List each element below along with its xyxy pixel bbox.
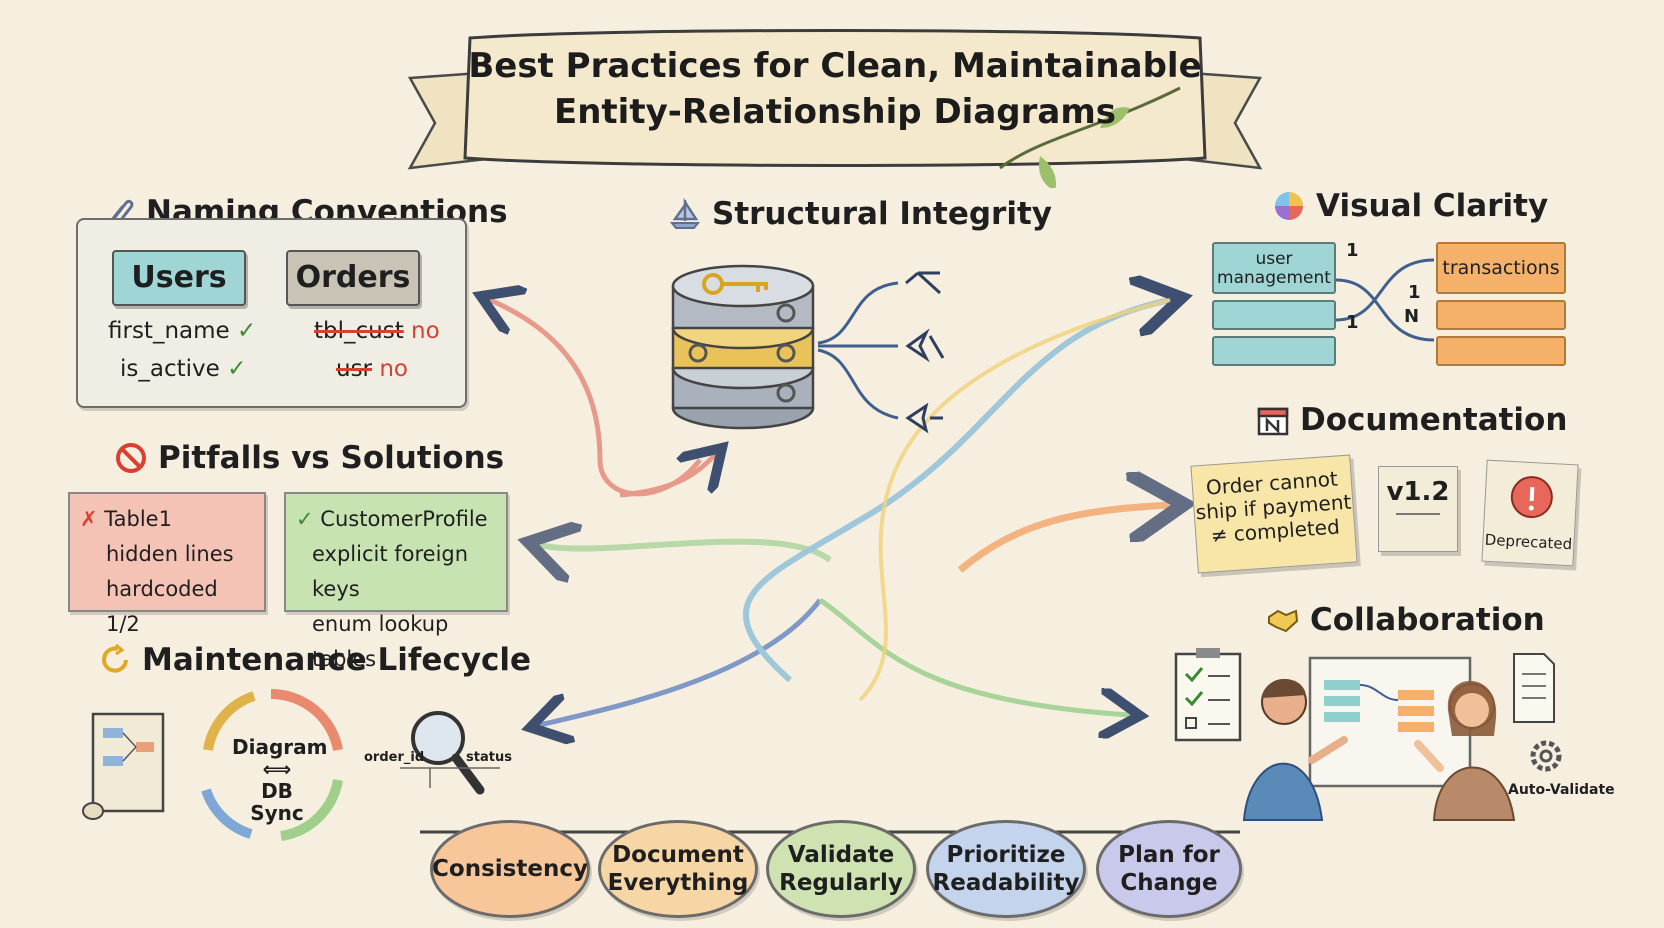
principle-line: Validate <box>787 842 895 868</box>
title-line-1: Best Practices for Clean, Maintainable <box>468 46 1202 86</box>
maintenance-heading: Maintenance Lifecycle <box>98 642 531 678</box>
version-card: v1.2 <box>1378 466 1458 552</box>
good-field-first-name: first_name ✓ <box>108 318 256 344</box>
bad-table-orders: Orders <box>286 250 420 306</box>
entity-row <box>1436 300 1566 330</box>
bad-field-tbl-cust: tbl_cust no <box>314 318 440 344</box>
cross-icon: ✗ <box>80 507 98 531</box>
maintenance-heading-text: Maintenance Lifecycle <box>142 642 532 678</box>
pitfalls-good-box: ✓ CustomerProfile explicit foreign keys … <box>284 492 508 671</box>
deprecated-card: Deprecated <box>1481 459 1579 567</box>
principle-line: Consistency <box>432 856 588 882</box>
entity-transactions: transactions <box>1436 242 1566 294</box>
collaboration-heading: Collaboration <box>1266 602 1545 638</box>
documentation-heading: Documentation <box>1256 402 1567 438</box>
title-line-2: Entity-Relationship Diagrams <box>554 92 1116 132</box>
sync-cycle-arrows <box>201 688 343 841</box>
pitfalls-bad-box: ✗ Table1 hidden lines hardcoded 1/2 <box>68 492 266 636</box>
cardinality-label: 1 <box>1346 240 1359 261</box>
pitfalls-heading-text: Pitfalls vs Solutions <box>158 440 505 476</box>
good-field-text: first_name <box>108 318 230 344</box>
team-review-illustration <box>1174 648 1562 821</box>
scroll-document-icon <box>82 712 165 820</box>
principle-line: Plan for <box>1118 842 1220 868</box>
cycle-label: Diagram ⟺ DB Sync <box>232 735 328 825</box>
good-item: ✓ CustomerProfile <box>296 502 496 537</box>
pitfalls-heading: Pitfalls vs Solutions <box>114 440 504 476</box>
bad-item-text: Table1 <box>104 507 172 531</box>
check-icon: ✓ <box>236 318 257 344</box>
cardinality-label: 1 <box>1346 312 1359 333</box>
structural-heading: Structural Integrity <box>668 196 1052 232</box>
entity-user-management-label: user management <box>1217 249 1331 288</box>
version-label: v1.2 <box>1386 477 1450 507</box>
good-item: enum lookup tables <box>312 612 449 671</box>
prohibited-icon <box>116 443 146 473</box>
bad-marker: no <box>379 356 408 382</box>
cardinality-label: 1 <box>1408 282 1421 303</box>
auto-validate-label: Auto-Validate <box>1508 782 1615 798</box>
refresh-cycle-icon <box>102 643 128 673</box>
bad-item: ✗ Table1 <box>80 502 254 537</box>
version-divider <box>1396 513 1440 515</box>
good-field-is-active: is_active ✓ <box>120 356 246 382</box>
warning-seal-icon <box>1510 476 1553 519</box>
principle-consistency: Consistency <box>430 820 590 918</box>
cycle-top-label: Diagram <box>232 735 328 759</box>
good-table-users: Users <box>112 250 246 306</box>
bad-field-text: usr <box>336 356 373 382</box>
relationship-lines <box>1336 258 1435 342</box>
bad-field-text: tbl_cust <box>314 318 404 344</box>
entity-row <box>1436 336 1566 366</box>
entity-transactions-label: transactions <box>1442 257 1560 279</box>
ribbon-scroll-icon <box>407 29 1263 188</box>
good-field-text: is_active <box>120 356 220 382</box>
database-key-icon <box>671 264 945 434</box>
principle-line: Regularly <box>779 870 903 896</box>
column-label-order-id: order_id <box>364 750 425 765</box>
cardinality-label: N <box>1404 306 1420 327</box>
sailboat-icon <box>669 197 701 229</box>
entity-user-management: user management <box>1212 242 1336 294</box>
principle-line: Everything <box>607 870 749 896</box>
structural-heading-text: Structural Integrity <box>712 196 1052 232</box>
magnifier-icon <box>400 711 500 795</box>
collaboration-heading-text: Collaboration <box>1310 602 1545 638</box>
bad-item: hardcoded 1/2 <box>106 577 218 636</box>
check-icon: ✓ <box>296 507 314 531</box>
good-item-text: CustomerProfile <box>320 507 488 531</box>
handshake-icon <box>1268 609 1299 633</box>
principle-line: Prioritize <box>946 842 1066 868</box>
bad-field-usr: usr no <box>336 356 408 382</box>
principle-line: Change <box>1120 870 1218 896</box>
good-item: explicit foreign keys <box>312 542 469 601</box>
deprecated-label: Deprecated <box>1484 530 1573 554</box>
naming-panel: Users Orders first_name ✓ is_active ✓ tb… <box>76 218 467 408</box>
bad-marker: no <box>411 318 440 344</box>
check-icon: ✓ <box>227 356 247 382</box>
principle-line: Readability <box>932 870 1080 896</box>
cycle-bottom-label: DB Sync <box>250 779 304 825</box>
visual-heading: Visual Clarity <box>1272 188 1548 224</box>
principle-line: Document <box>612 842 744 868</box>
column-label-status: status <box>466 750 512 765</box>
entity-row <box>1212 336 1336 366</box>
color-wheel-icon <box>1275 192 1303 220</box>
documentation-heading-text: Documentation <box>1300 402 1568 438</box>
visual-heading-text: Visual Clarity <box>1316 188 1549 224</box>
bad-item: hidden lines <box>106 542 234 566</box>
calendar-icon <box>1257 407 1289 436</box>
bidirectional-arrow-icon: ⟺ <box>262 757 292 781</box>
title-banner: Best Practices for Clean, Maintainable E… <box>400 18 1270 188</box>
entity-row <box>1212 300 1336 330</box>
sticky-note: Order cannot ship if payment ≠ completed <box>1190 454 1358 574</box>
